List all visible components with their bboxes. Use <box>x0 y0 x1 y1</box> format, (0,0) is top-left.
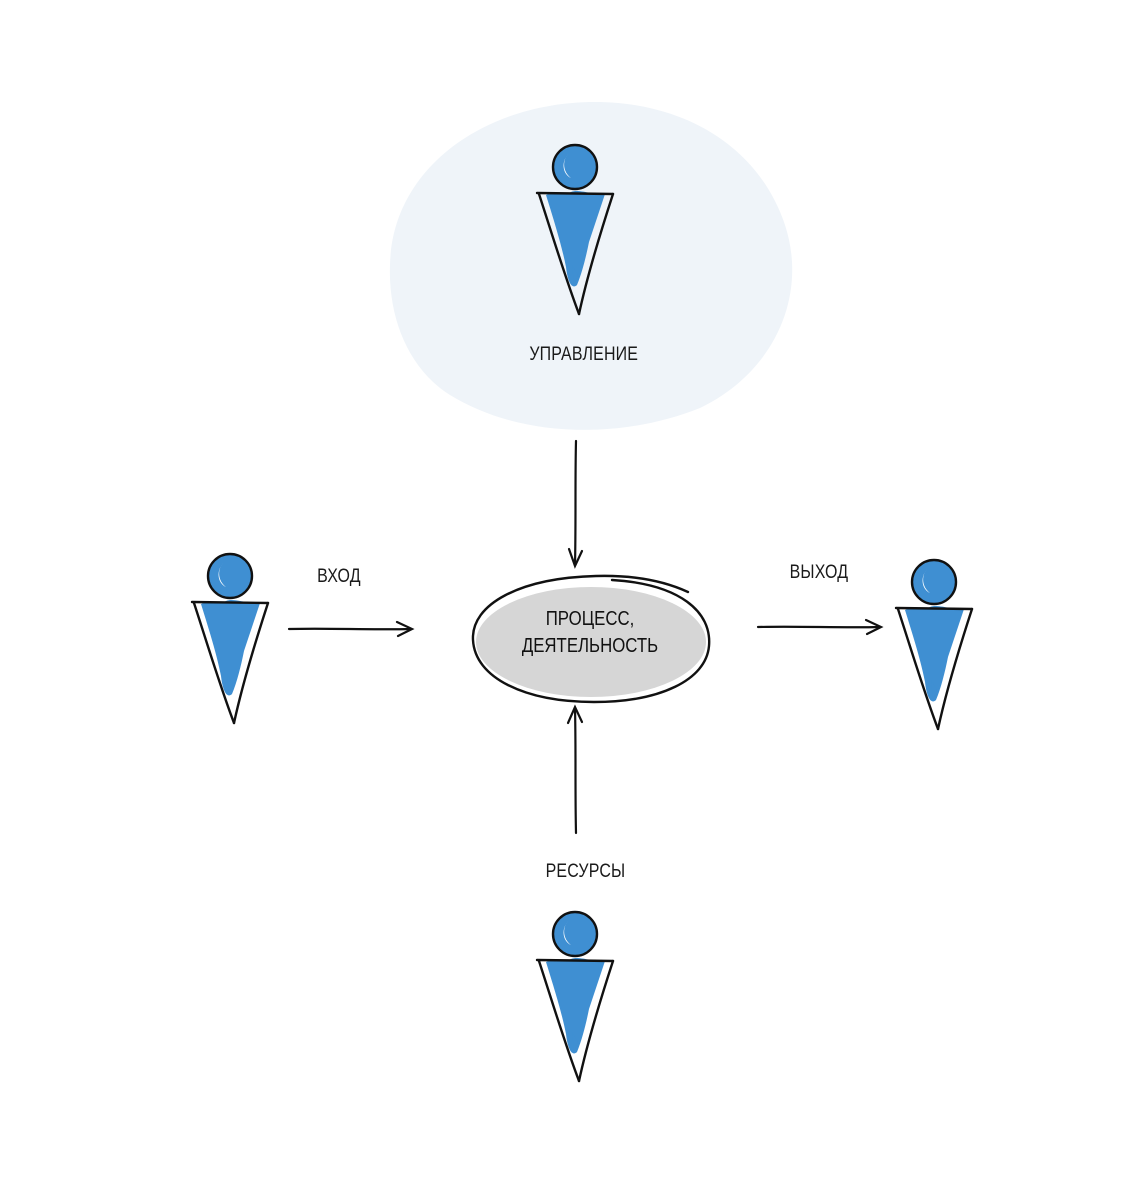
output-person-icon <box>894 558 974 731</box>
input-arrow <box>287 620 415 638</box>
resources-person-icon <box>535 910 615 1083</box>
process-label-line1: ПРОЦЕСС, <box>545 608 635 630</box>
resources-label: РЕСУРСЫ <box>545 861 626 882</box>
input-person-icon <box>190 552 270 725</box>
process-label-line2: ДЕЯТЕЛЬНОСТЬ <box>521 635 659 657</box>
process-label: ПРОЦЕСС, ДЕЯТЕЛЬНОСТЬ <box>498 606 683 660</box>
control-label: УПРАВЛЕНИЕ <box>529 344 639 365</box>
output-arrow <box>756 618 884 636</box>
output-label: ВЫХОД <box>789 562 849 583</box>
process-ellipse <box>471 574 711 704</box>
resources-arrow <box>566 704 584 835</box>
input-label: ВХОД <box>317 566 361 587</box>
control-arrow <box>567 439 584 569</box>
